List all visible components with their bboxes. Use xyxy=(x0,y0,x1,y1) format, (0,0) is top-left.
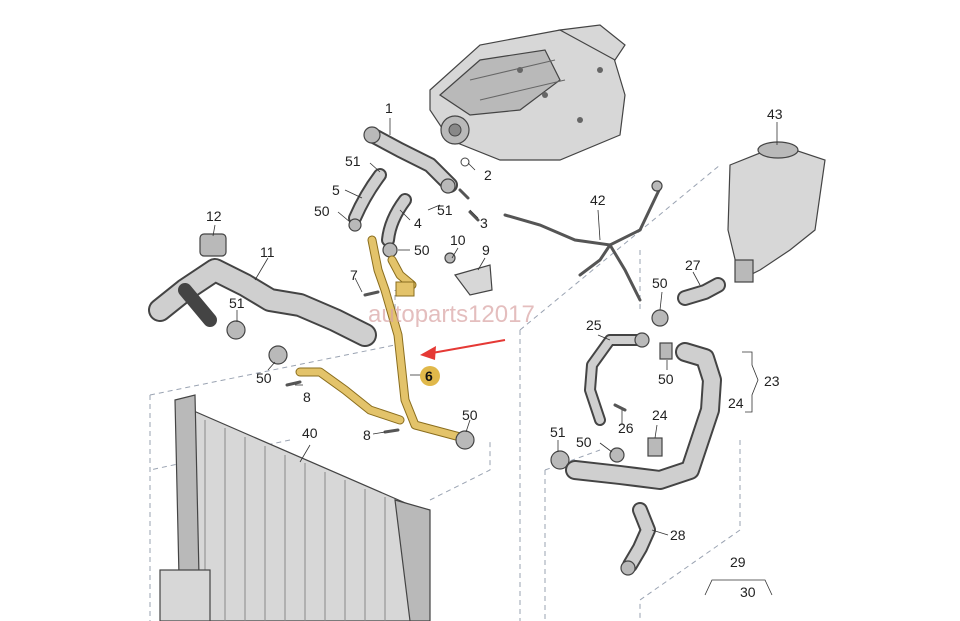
pointer-arrow xyxy=(420,339,506,360)
callout-labels: 1 2 3 4 5 6 7 8 8 9 10 11 12 23 24 25 26… xyxy=(206,100,783,600)
callout-1: 1 xyxy=(385,100,393,116)
callout-7: 7 xyxy=(350,267,358,283)
hose-clamps xyxy=(226,309,673,470)
part-6-coolant-pipe xyxy=(295,235,465,442)
callout-25: 25 xyxy=(586,317,602,333)
part-12-grommet xyxy=(199,233,227,257)
callout-23: 23 xyxy=(764,373,780,389)
part-28-hose xyxy=(620,502,656,576)
callout-50-b: 50 xyxy=(414,242,430,258)
callout-40: 40 xyxy=(302,425,318,441)
callout-50-d: 50 xyxy=(462,407,478,423)
callout-6-highlighted: 6 xyxy=(420,366,440,386)
group-brackets xyxy=(704,351,773,596)
callout-27: 27 xyxy=(685,257,701,273)
callout-50-g: 50 xyxy=(576,434,592,450)
callout-12: 12 xyxy=(206,208,222,224)
callout-50-e: 50 xyxy=(652,275,668,291)
callout-5: 5 xyxy=(332,182,340,198)
part-43-expansion-tank xyxy=(727,141,826,283)
part-5-hose xyxy=(348,168,387,232)
callout-26: 26 xyxy=(618,420,634,436)
callout-11: 11 xyxy=(260,244,275,260)
callout-29: 29 xyxy=(730,554,746,570)
callout-30: 30 xyxy=(740,584,756,600)
bolts-7-8 xyxy=(285,290,400,434)
callout-3: 3 xyxy=(480,215,488,231)
callout-24-part: 24 xyxy=(652,407,668,423)
callout-8-left: 8 xyxy=(303,389,311,405)
callout-50-a: 50 xyxy=(314,203,330,219)
part-24-hose xyxy=(565,342,722,490)
part-42-vent-hose xyxy=(503,180,663,302)
callout-2: 2 xyxy=(484,167,492,183)
part-4-hose xyxy=(381,193,412,258)
callout-8-lower: 8 xyxy=(363,427,371,443)
callout-50-c: 50 xyxy=(256,370,272,386)
part-9-bracket xyxy=(444,252,493,296)
callout-28: 28 xyxy=(670,527,686,543)
supercharger xyxy=(429,24,626,161)
watermark-text: autoparts12017 xyxy=(368,301,535,328)
callout-9: 9 xyxy=(482,242,490,258)
callout-51-b: 51 xyxy=(437,202,453,218)
callout-6: 6 xyxy=(425,368,433,384)
callout-4: 4 xyxy=(414,215,422,231)
part-1-coolant-flange xyxy=(363,126,470,194)
callout-51-a: 51 xyxy=(345,153,361,169)
leader-lines xyxy=(212,118,778,536)
callout-51-c: 51 xyxy=(229,295,245,311)
part-27-hose xyxy=(677,277,726,306)
callout-24-group: 24 xyxy=(728,395,744,411)
callout-43: 43 xyxy=(767,106,783,122)
part-40-radiator xyxy=(159,394,431,621)
callout-50-f: 50 xyxy=(658,371,674,387)
callout-10: 10 xyxy=(450,232,466,248)
callout-42: 42 xyxy=(590,192,606,208)
part-25-pipe xyxy=(584,332,650,426)
part-11-hose xyxy=(148,258,377,347)
bolts-3 xyxy=(458,188,480,222)
callout-51-d: 51 xyxy=(550,424,566,440)
